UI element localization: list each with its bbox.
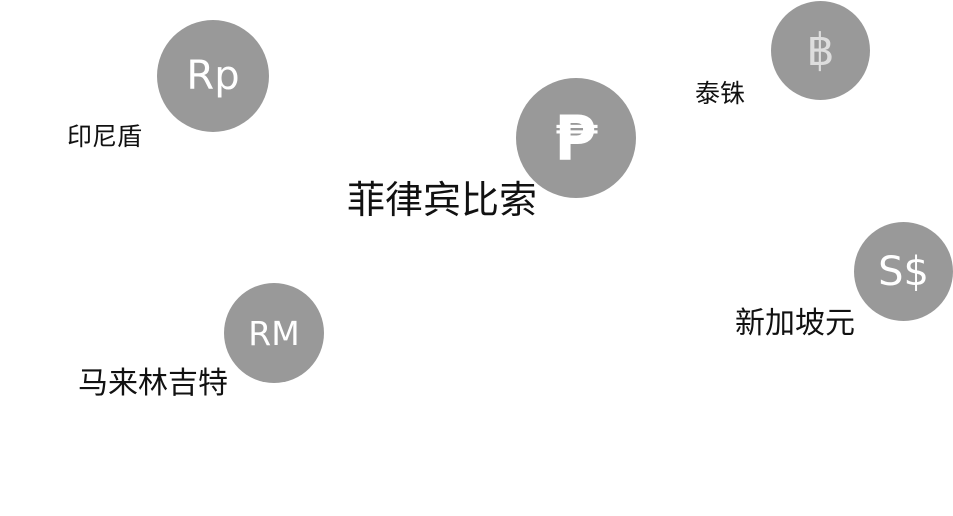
currency-label-idr: 印尼盾 [67,122,143,151]
peso-symbol-icon: ₱ [554,101,598,175]
ringgit-symbol-icon: RM [248,313,300,353]
currency-bubble-idr[interactable]: Rp [157,20,269,132]
singapore-dollar-symbol-icon: S$ [878,248,929,295]
currency-bubble-sgd[interactable]: S$ [854,222,953,321]
currency-label-sgd: 新加坡元 [735,306,855,341]
currency-label-php: 菲律宾比索 [347,178,538,222]
currency-bubble-myr[interactable]: RM [224,283,324,383]
currency-bubble-thb[interactable]: ฿ [771,1,870,100]
currency-label-myr: 马来林吉特 [78,366,228,401]
baht-symbol-icon: ฿ [806,25,835,76]
rupiah-symbol-icon: Rp [186,53,240,99]
currency-label-thb: 泰铢 [695,79,746,108]
currency-bubble-php[interactable]: ₱ [516,78,636,198]
